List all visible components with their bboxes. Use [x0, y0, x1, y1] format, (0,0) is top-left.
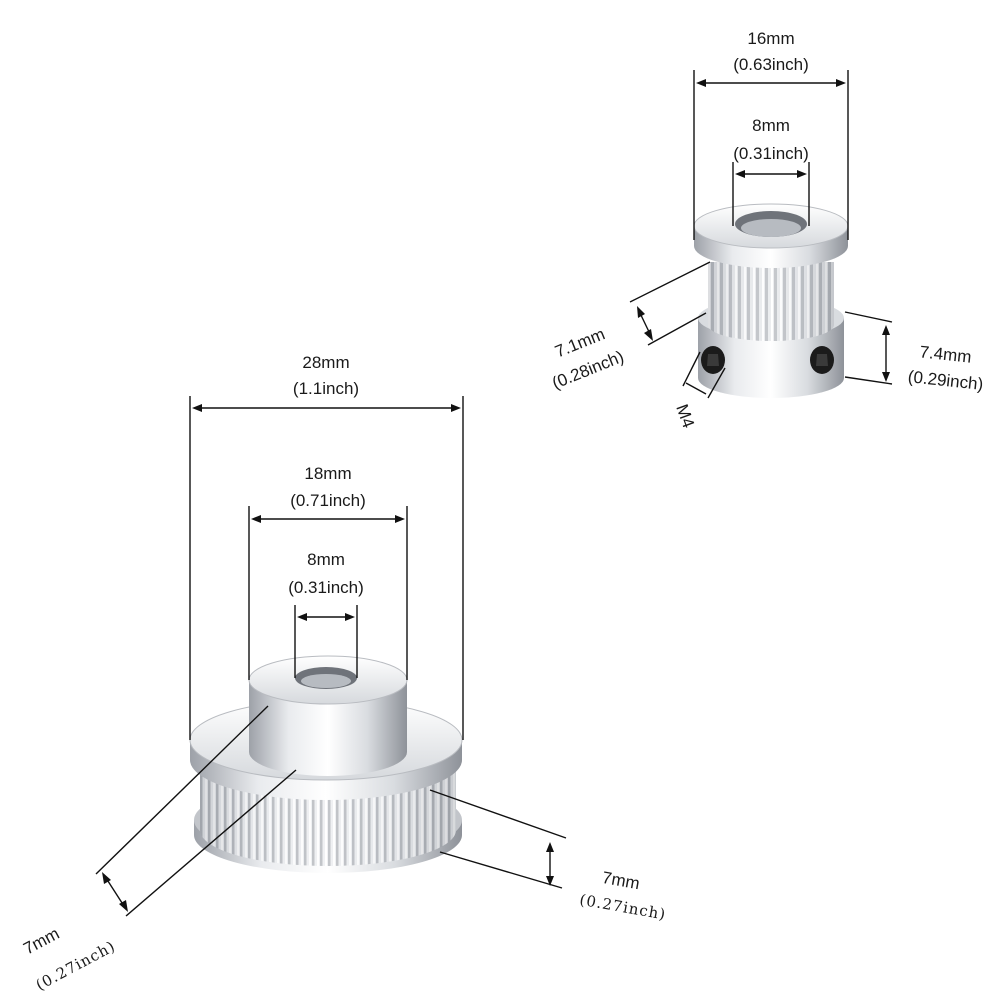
- small-hub-height-mm: 7.4mm: [919, 342, 973, 366]
- large-bore-inch: (0.31inch): [288, 578, 364, 597]
- large-hub-height-inch: (0.27inch): [578, 891, 667, 924]
- large-bore-mm: 8mm: [307, 550, 345, 569]
- large-pulley-hub: [249, 680, 407, 776]
- screw-size-label: M4: [672, 402, 698, 431]
- large-hub-diameter-mm: 18mm: [304, 464, 351, 483]
- large-flange-diameter-mm: 28mm: [302, 353, 349, 372]
- large-tooth-width-mm: 7mm: [20, 924, 62, 959]
- small-outer-diameter-mm: 16mm: [747, 29, 794, 48]
- large-hub-diameter-inch: (0.71inch): [290, 491, 366, 510]
- large-hub-height-mm: 7mm: [601, 868, 642, 893]
- small-pulley: [693, 203, 849, 398]
- small-hub-height-inch: (0.29inch): [907, 367, 984, 394]
- small-bore-mm: 8mm: [752, 116, 790, 135]
- small-outer-diameter-inch: (0.63inch): [733, 55, 809, 74]
- large-pulley: [189, 655, 463, 873]
- large-flange-diameter-inch: (1.1inch): [293, 379, 359, 398]
- small-bore-inch: (0.31inch): [733, 144, 809, 163]
